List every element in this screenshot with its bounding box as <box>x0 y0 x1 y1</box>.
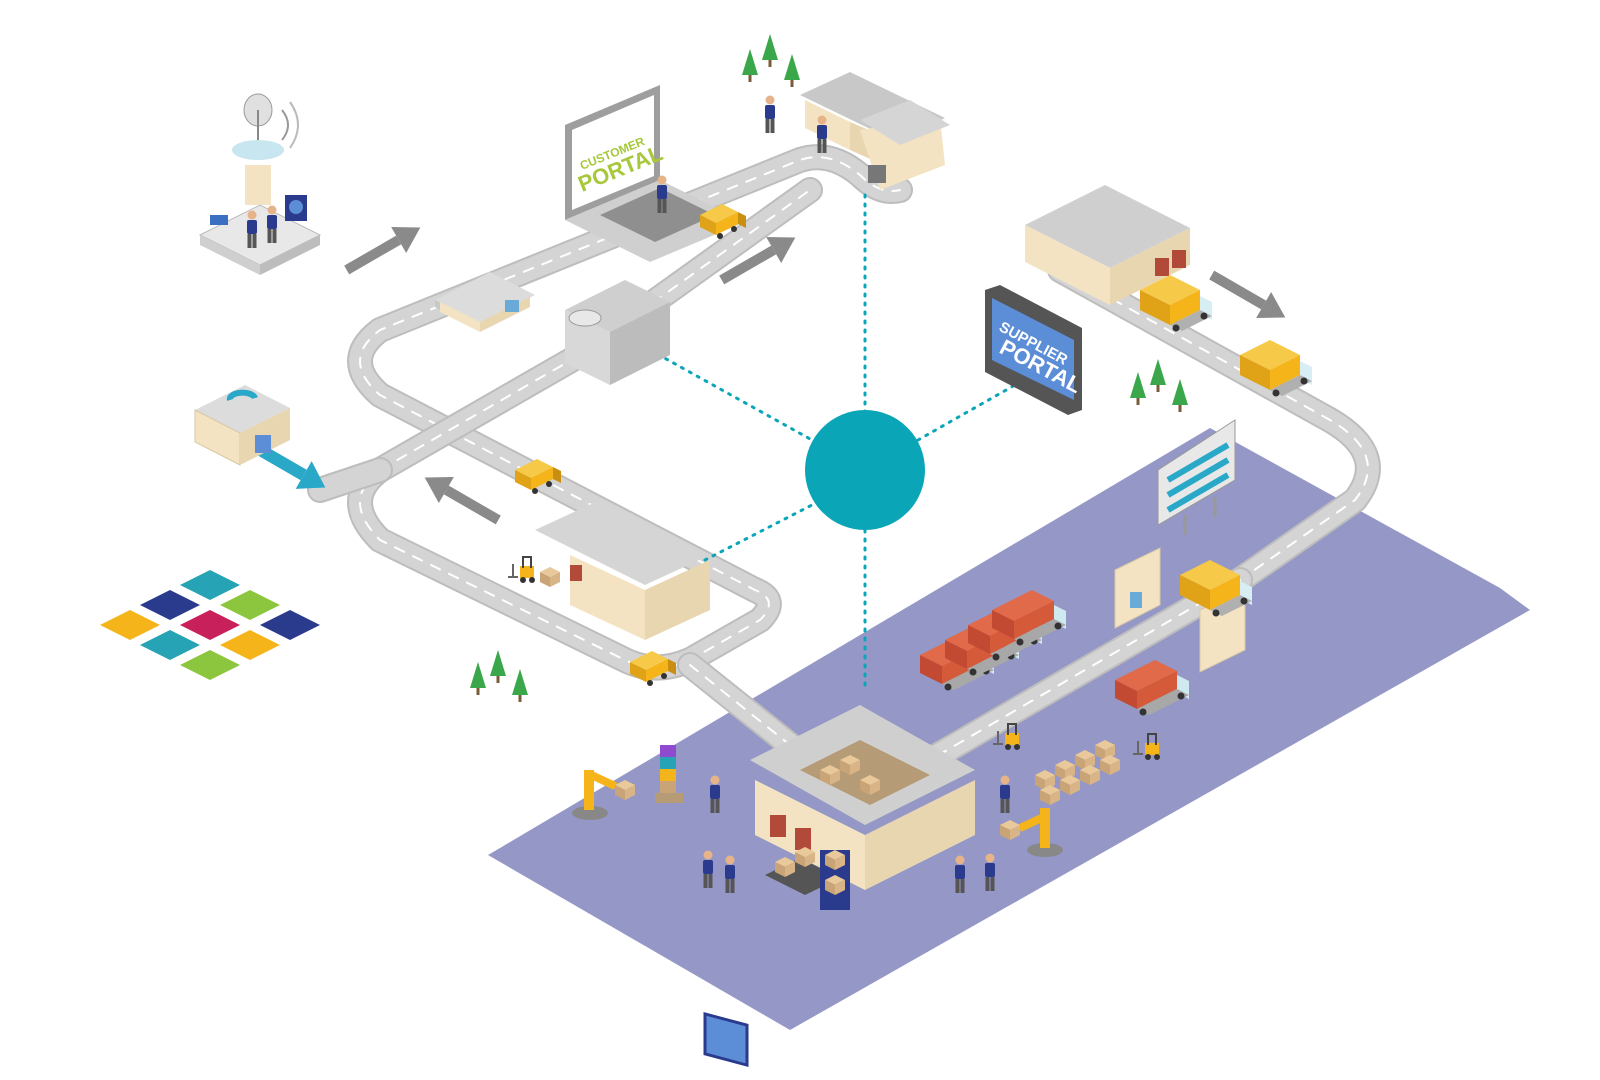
returns-building-icon <box>194 385 290 466</box>
supplier-house <box>765 72 950 190</box>
arrow-up-left <box>424 477 501 525</box>
flow-arrows <box>344 227 1286 525</box>
robot-arm-right <box>1017 808 1063 857</box>
puzzle-pieces-icon <box>100 570 320 680</box>
tablet-supplier-portal-icon: SUPPLIER PORTAL <box>985 285 1086 415</box>
hub-circle-icon <box>805 410 925 530</box>
supplier-warehouse <box>1025 185 1190 305</box>
hub-connectors <box>648 193 1017 692</box>
main-distribution-center <box>750 705 975 890</box>
robot-arm-left <box>572 770 618 820</box>
satellite-control-tower-icon <box>198 93 322 275</box>
dashboard-billboard-icon <box>1157 419 1236 535</box>
arrow-up-right-1 <box>344 227 421 275</box>
small-building <box>435 272 535 332</box>
processing-plant <box>565 280 670 385</box>
warehouse-activity <box>572 723 1160 1068</box>
arrow-teal-returns <box>257 444 326 489</box>
stacked-boxes <box>655 745 683 803</box>
rack-blue <box>820 850 850 910</box>
laptop-customer-portal-icon: CUSTOMER PORTAL <box>565 85 745 262</box>
arrow-down-right <box>1209 270 1286 318</box>
crossdock-warehouse <box>508 500 710 640</box>
touch-screen <box>703 1012 749 1068</box>
arrow-up-right-2 <box>719 237 796 285</box>
